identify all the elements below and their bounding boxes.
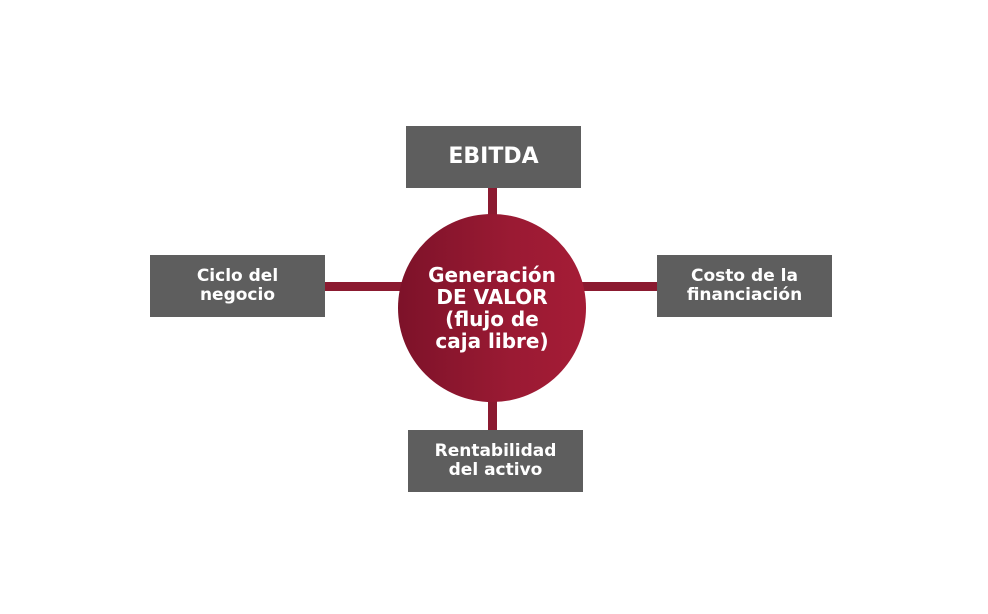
connector-top (488, 186, 497, 218)
node-ciclo-line-2: negocio (199, 285, 276, 305)
node-rentabilidad-line-2: del activo (448, 460, 543, 480)
hub-generacion-de-valor: Generación DE VALOR (flujo de caja libre… (398, 214, 586, 402)
node-costo-line-2: financiación (686, 285, 803, 305)
node-rentabilidad-del-activo: Rentabilidad del activo (408, 430, 583, 492)
hub-line-1: Generación (428, 263, 556, 287)
node-ciclo-line-1: Ciclo del (196, 266, 279, 287)
node-costo-de-la-financiacion: Costo de la financiación (657, 255, 832, 317)
node-rentabilidad-line-1: Rentabilidad (434, 441, 557, 462)
node-ebitda: EBITDA (406, 126, 581, 188)
node-ebitda-line-1: EBITDA (448, 143, 539, 169)
connector-bottom (488, 398, 497, 432)
node-costo-line-1: Costo de la (691, 266, 798, 287)
node-ciclo-del-negocio: Ciclo del negocio (150, 255, 325, 317)
hub-line-4: caja libre) (435, 329, 549, 353)
connector-right (582, 282, 659, 291)
hub-line-3: (flujo de (445, 307, 539, 331)
hub-line-2: DE VALOR (436, 285, 548, 309)
connector-left (324, 282, 402, 291)
